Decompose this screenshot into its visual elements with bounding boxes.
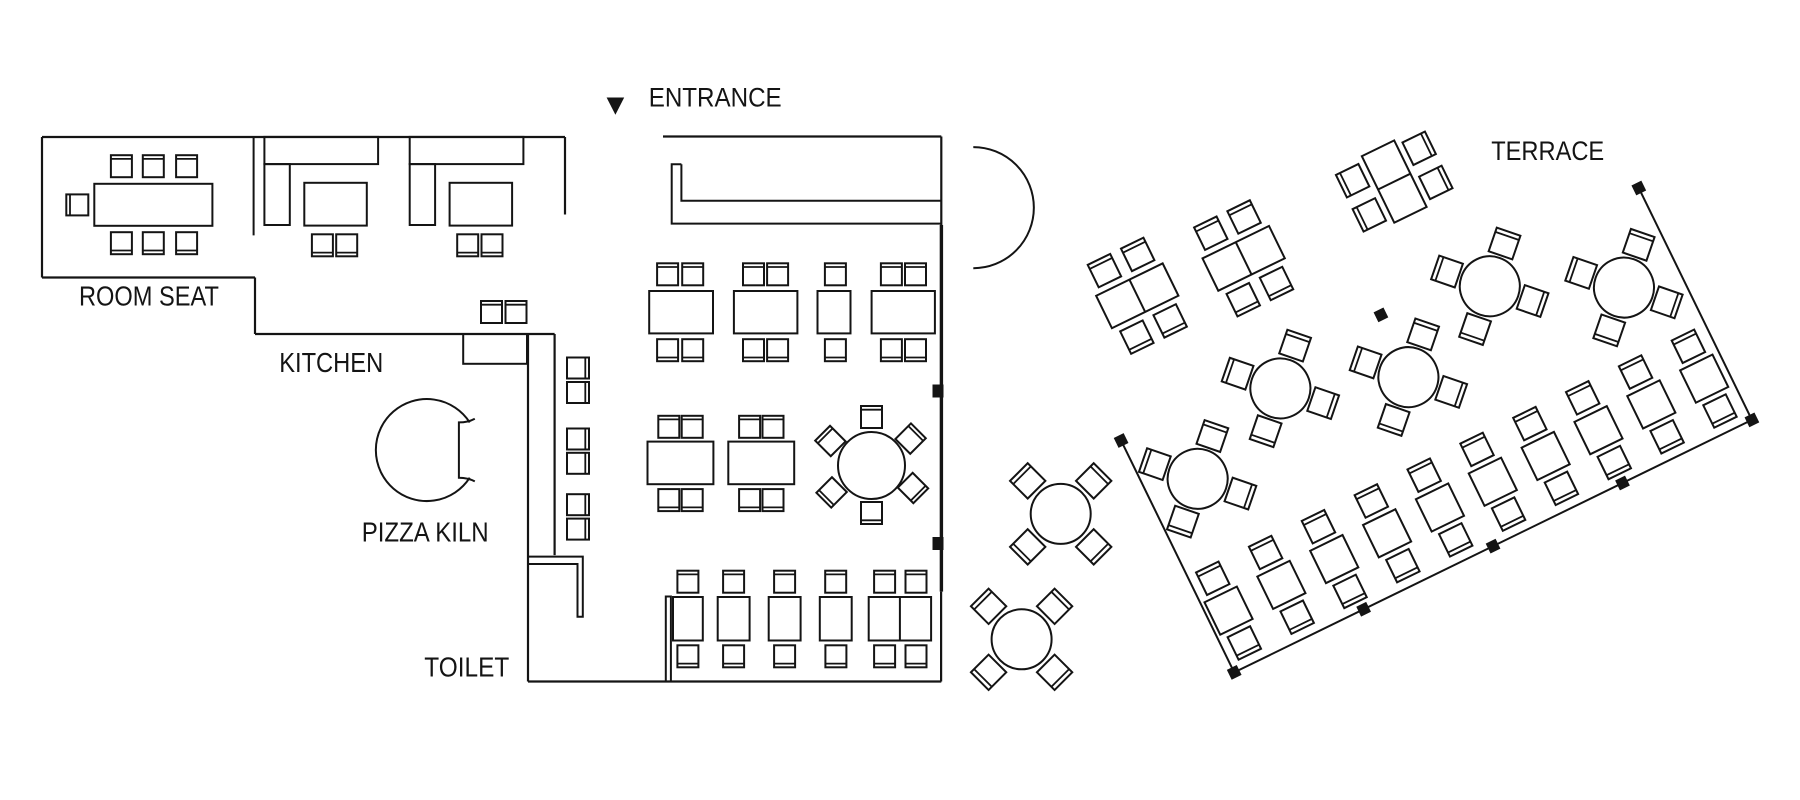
svg-text:TOILET: TOILET [424,652,509,683]
svg-text:KITCHEN: KITCHEN [279,347,383,378]
svg-text:ROOM SEAT: ROOM SEAT [79,281,219,312]
svg-text:PIZZA KILN: PIZZA KILN [362,517,489,548]
svg-text:TERRACE: TERRACE [1491,136,1604,166]
svg-text:ENTRANCE: ENTRANCE [649,83,782,113]
